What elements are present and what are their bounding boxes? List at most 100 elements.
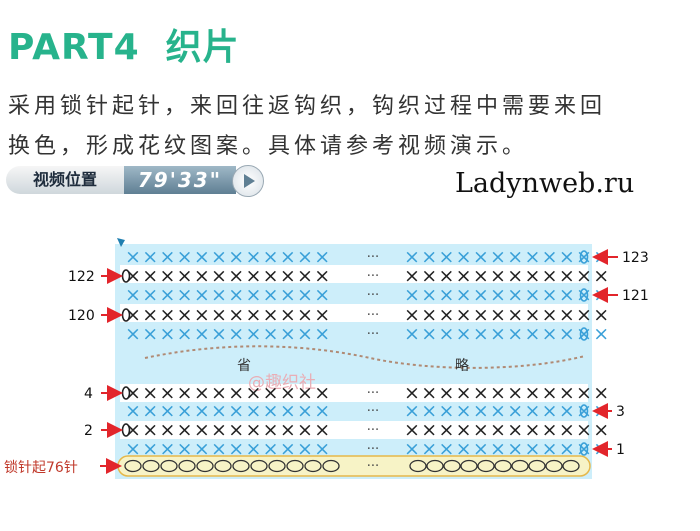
single-crochet-stitch: × xyxy=(280,265,296,287)
single-crochet-stitch: × xyxy=(142,400,158,422)
single-crochet-stitch: × xyxy=(194,382,210,404)
single-crochet-stitch: × xyxy=(263,304,279,326)
single-crochet-stitch: × xyxy=(507,382,523,404)
single-crochet-stitch: × xyxy=(125,246,141,268)
single-crochet-stitch: × xyxy=(125,419,141,441)
single-crochet-stitch: × xyxy=(542,400,558,422)
chain-stitch xyxy=(562,459,580,473)
single-crochet-stitch: × xyxy=(473,400,489,422)
single-crochet-stitch: × xyxy=(421,400,437,422)
single-crochet-stitch: × xyxy=(263,246,279,268)
play-icon[interactable] xyxy=(232,165,264,197)
single-crochet-stitch: × xyxy=(593,265,609,287)
single-crochet-stitch: × xyxy=(177,246,193,268)
single-crochet-stitch: × xyxy=(507,304,523,326)
chain-stitch xyxy=(443,459,461,473)
single-crochet-stitch: × xyxy=(542,246,558,268)
single-crochet-stitch: × xyxy=(593,323,609,345)
single-crochet-stitch: × xyxy=(456,438,472,460)
chain-stitch xyxy=(494,459,512,473)
single-crochet-stitch: × xyxy=(314,400,330,422)
single-crochet-stitch: × xyxy=(404,323,420,345)
single-crochet-stitch: × xyxy=(263,438,279,460)
row-ellipsis: ··· xyxy=(367,269,379,284)
row-label-2: 2 xyxy=(84,423,93,439)
single-crochet-stitch: × xyxy=(593,304,609,326)
row-ellipsis: ··· xyxy=(367,442,379,457)
single-crochet-stitch: × xyxy=(314,382,330,404)
single-crochet-stitch: × xyxy=(125,438,141,460)
single-crochet-stitch: × xyxy=(211,246,227,268)
chain-stitch xyxy=(511,459,529,473)
single-crochet-stitch: × xyxy=(314,265,330,287)
single-crochet-stitch: × xyxy=(507,284,523,306)
single-crochet-stitch: × xyxy=(438,284,454,306)
single-crochet-stitch: × xyxy=(421,265,437,287)
single-crochet-stitch: × xyxy=(280,304,296,326)
single-crochet-stitch: × xyxy=(507,419,523,441)
video-position-bar: 视频位置 79'33" xyxy=(6,165,264,197)
single-crochet-stitch: × xyxy=(314,284,330,306)
row-label-122: 122 xyxy=(68,269,95,285)
video-position-label: 视频位置 xyxy=(6,166,124,194)
single-crochet-stitch: × xyxy=(524,438,540,460)
chain-stitch xyxy=(250,459,268,473)
single-crochet-stitch: × xyxy=(194,265,210,287)
single-crochet-stitch: × xyxy=(177,284,193,306)
chain-stitch xyxy=(545,459,563,473)
single-crochet-stitch: × xyxy=(576,438,592,460)
omitted-label-right: 略 xyxy=(455,358,469,374)
single-crochet-stitch: × xyxy=(159,284,175,306)
single-crochet-stitch: × xyxy=(542,265,558,287)
single-crochet-stitch: × xyxy=(559,382,575,404)
stitch-row: ××××××××××××××××××××××××··· xyxy=(125,246,609,268)
single-crochet-stitch: × xyxy=(542,438,558,460)
single-crochet-stitch: × xyxy=(177,382,193,404)
single-crochet-stitch: × xyxy=(159,323,175,345)
single-crochet-stitch: × xyxy=(559,265,575,287)
single-crochet-stitch: × xyxy=(125,323,141,345)
single-crochet-stitch: × xyxy=(576,400,592,422)
single-crochet-stitch: × xyxy=(576,382,592,404)
single-crochet-stitch: × xyxy=(490,400,506,422)
chain-ellipsis: ··· xyxy=(367,459,379,474)
single-crochet-stitch: × xyxy=(194,304,210,326)
single-crochet-stitch: × xyxy=(142,304,158,326)
single-crochet-stitch: × xyxy=(228,382,244,404)
single-crochet-stitch: × xyxy=(456,400,472,422)
single-crochet-stitch: × xyxy=(524,323,540,345)
single-crochet-stitch: × xyxy=(542,304,558,326)
single-crochet-stitch: × xyxy=(245,284,261,306)
description-line-1: 采用锁针起针，来回往返钩织，钩织过程中需要来回 xyxy=(8,94,607,119)
chain-turn-stitch xyxy=(579,404,589,418)
single-crochet-stitch: × xyxy=(473,246,489,268)
single-crochet-stitch: × xyxy=(593,419,609,441)
chain-stitch xyxy=(232,459,250,473)
single-crochet-stitch: × xyxy=(404,265,420,287)
single-crochet-stitch: × xyxy=(263,323,279,345)
single-crochet-stitch: × xyxy=(524,304,540,326)
chain-turn-stitch xyxy=(579,327,589,341)
single-crochet-stitch: × xyxy=(524,400,540,422)
single-crochet-stitch: × xyxy=(559,284,575,306)
description-line-2: 换色，形成花纹图案。具体请参考视频演示。 xyxy=(8,134,529,159)
chain-stitch xyxy=(460,459,478,473)
chain-stitch xyxy=(528,459,546,473)
single-crochet-stitch: × xyxy=(314,323,330,345)
single-crochet-stitch: × xyxy=(404,400,420,422)
single-crochet-stitch: × xyxy=(473,284,489,306)
single-crochet-stitch: × xyxy=(524,284,540,306)
single-crochet-stitch: × xyxy=(524,382,540,404)
single-crochet-stitch: × xyxy=(159,265,175,287)
single-crochet-stitch: × xyxy=(125,400,141,422)
single-crochet-stitch: × xyxy=(456,265,472,287)
single-crochet-stitch: × xyxy=(142,438,158,460)
single-crochet-stitch: × xyxy=(404,438,420,460)
single-crochet-stitch: × xyxy=(228,304,244,326)
diagram-watermark: @趣织社 xyxy=(248,373,316,393)
single-crochet-stitch: × xyxy=(280,284,296,306)
row-ellipsis: ··· xyxy=(367,288,379,303)
stitch-row: ××××××××××××××××××××××××··· xyxy=(121,419,609,441)
single-crochet-stitch: × xyxy=(211,400,227,422)
single-crochet-stitch: × xyxy=(507,246,523,268)
